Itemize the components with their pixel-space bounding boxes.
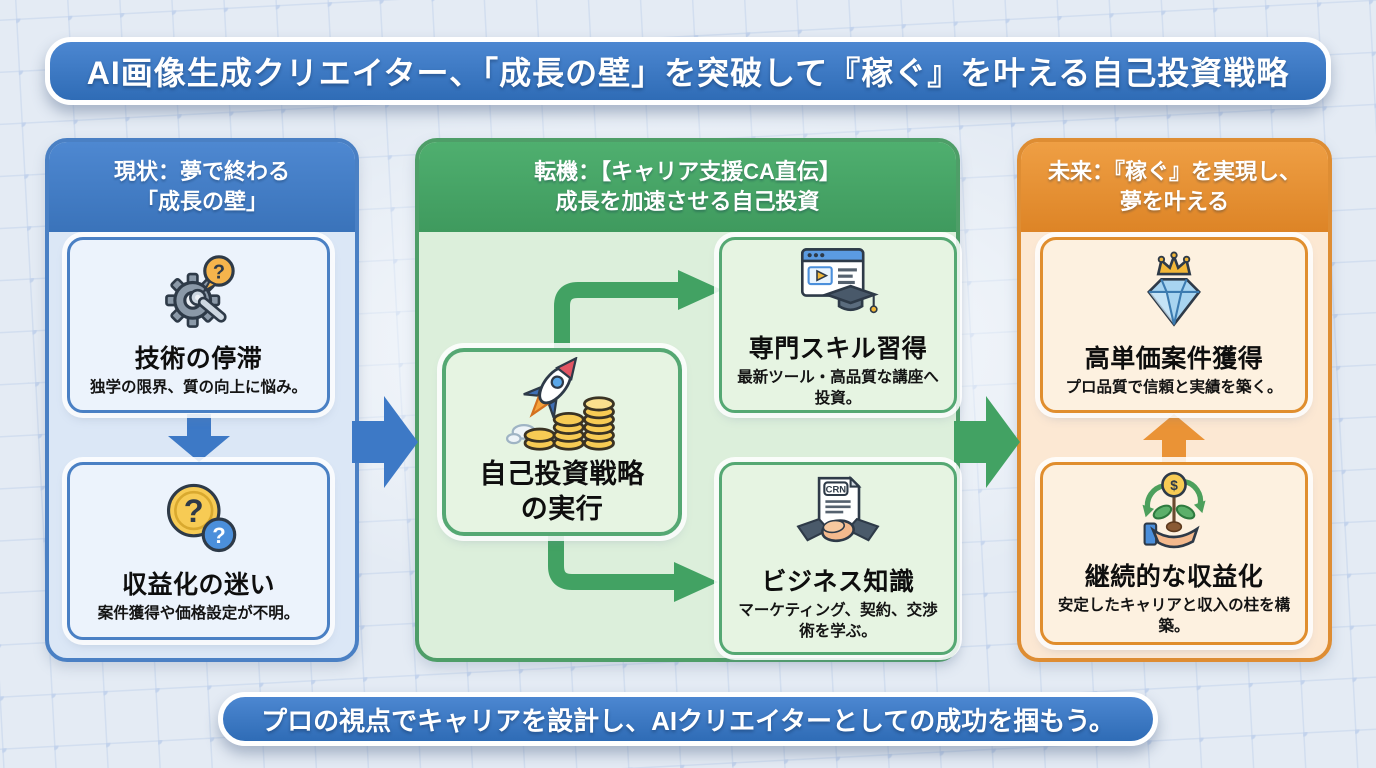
card-business-knowledge: CRN ビジネス知識 マーケティング、契約、交渉術を学ぶ。 (719, 462, 957, 655)
title-banner: AI画像生成クリエイター、「成長の壁」を突破して『稼ぐ』を叶える自己投資戦略 (45, 37, 1331, 105)
card-title: 収益化の迷い (121, 571, 275, 600)
money-plant-hand-icon: $ (1142, 471, 1206, 549)
column-current-header-line2: 「成長の壁」 (135, 189, 268, 214)
card-self-investment-strategy: 自己投資戦略 の実行 (442, 348, 682, 536)
page-title: AI画像生成クリエイター、「成長の壁」を突破して『稼ぐ』を叶える自己投資戦略 (86, 55, 1290, 91)
card-sustainable-income: $ 継続的な収益化 安定したキャリアと収入の柱を構築。 (1040, 462, 1308, 645)
card-title-line1: 自己投資戦略 (479, 458, 645, 489)
arrow-up-icon (1143, 414, 1205, 462)
elbow-arrow-down-right-icon (548, 530, 718, 602)
footer-banner: プロの視点でキャリアを設計し、AIクリエイターとしての成功を掴もう。 (218, 692, 1158, 746)
card-high-value-projects: 高単価案件獲得 プロ品質で信頼と実績を築く。 (1040, 237, 1308, 413)
card-tech-stagnation: ? 技術の停滞 独学の限界、質の向上に悩み。 (67, 237, 330, 413)
card-title: 高単価案件獲得 (1084, 345, 1264, 374)
card-skill-acquisition: 専門スキル習得 最新ツール・高品質な講座へ投資。 (719, 237, 957, 413)
arrow-right-green-icon (954, 396, 1020, 488)
footer-text: プロの視点でキャリアを設計し、AIクリエイターとしての成功を掴もう。 (261, 705, 1115, 736)
column-current-header: 現状：夢で終わる 「成長の壁」 (49, 142, 355, 232)
column-turning-header: 転機：【キャリア支援CA直伝】 成長を加速させる自己投資 (419, 142, 956, 232)
svg-text:?: ? (212, 261, 224, 283)
contract-handshake-icon: CRN (796, 475, 880, 543)
card-title-line2: の実行 (520, 494, 604, 524)
svg-text:?: ? (212, 523, 225, 548)
column-current-header-line1: 現状：夢で終わる (113, 159, 290, 185)
card-title: 専門スキル習得 (748, 334, 928, 363)
elbow-arrow-up-right-icon (554, 270, 722, 354)
column-future-header-line2: 夢を叶える (1119, 189, 1230, 214)
column-turning-header-line1: 転機：【キャリア支援CA直伝】 (534, 159, 841, 185)
column-future-header-line1: 未来：『稼ぐ』を実現し、 (1047, 159, 1301, 185)
diamond-crown-icon (1147, 251, 1201, 327)
svg-text:?: ? (183, 493, 203, 529)
column-future-header: 未来：『稼ぐ』を実現し、 夢を叶える (1021, 142, 1328, 232)
card-desc: 安定したキャリアと収入の柱を構築。 (1057, 597, 1291, 635)
online-course-cap-icon (800, 247, 879, 313)
arrow-down-icon (168, 414, 230, 462)
svg-text:$: $ (1170, 478, 1178, 493)
card-desc: 最新ツール・高品質な講座へ投資。 (737, 368, 939, 407)
card-title: 継続的な収益化 (1084, 563, 1264, 592)
card-desc: 案件獲得や価格設定が不明。 (97, 605, 300, 623)
card-desc: 独学の限界、質の向上に悩み。 (89, 379, 307, 397)
gear-wrench-question-icon: ? (164, 255, 235, 328)
coin-question-icon: ? ? (166, 483, 236, 553)
rocket-coins-icon (506, 356, 615, 451)
card-desc: マーケティング、契約、交渉術を学ぶ。 (738, 602, 938, 640)
card-title: 技術の停滞 (134, 345, 263, 374)
column-turning-header-line2: 成長を加速させる自己投資 (555, 189, 820, 214)
card-title: ビジネス知識 (761, 568, 915, 597)
card-monetization-doubt: ? ? 収益化の迷い 案件獲得や価格設定が不明。 (67, 462, 330, 640)
card-desc: プロ品質で信頼と実績を築く。 (1065, 379, 1283, 397)
svg-text:CRN: CRN (826, 484, 847, 495)
arrow-right-blue-icon (352, 396, 418, 488)
